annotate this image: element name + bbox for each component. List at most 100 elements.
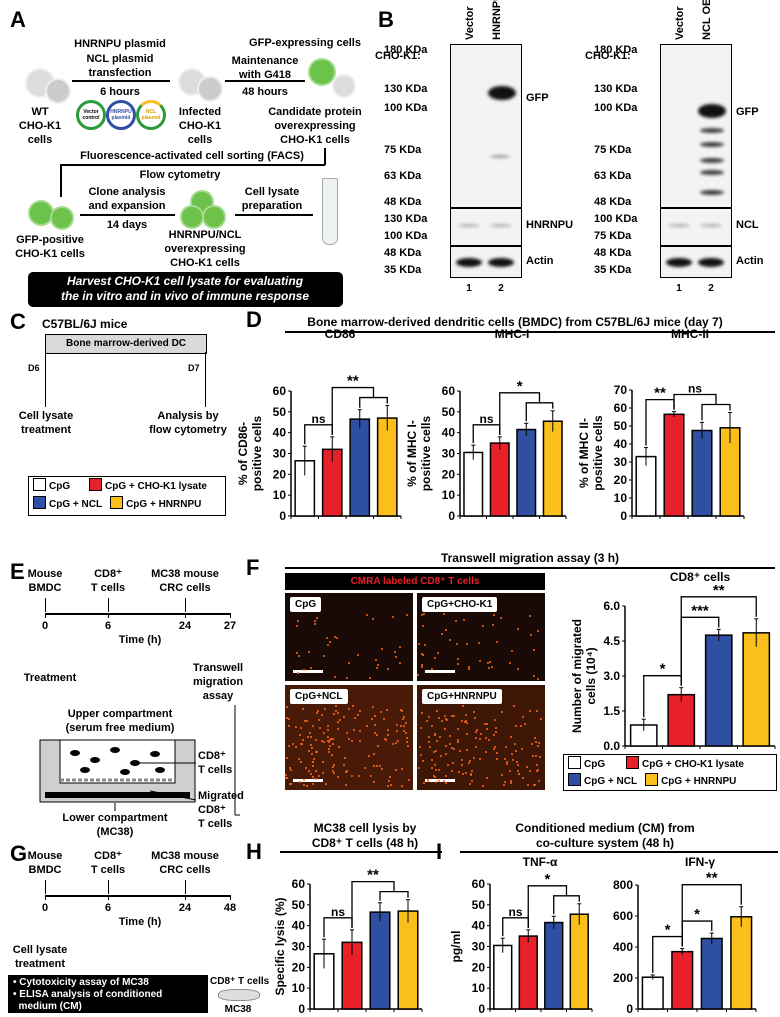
cell-dot (387, 780, 390, 783)
cell-dot (450, 747, 453, 750)
y-tick-label: 10 (472, 981, 486, 995)
lane-number: 1 (676, 283, 682, 294)
cell-dot (285, 756, 288, 759)
cell-dot (422, 759, 425, 762)
y-axis-label: % of MHC II- (577, 418, 591, 488)
cell-dot (350, 740, 353, 743)
time-tick: 24 (178, 620, 192, 632)
cell-dot (460, 763, 463, 766)
cell-dot (438, 780, 441, 783)
cell-dot (327, 740, 330, 743)
cell-dot (441, 719, 444, 722)
harvest-text: Harvest CHO-K1 cell lysate for evaluatin… (66, 274, 304, 288)
cell-dot (475, 746, 478, 749)
sig-label: ** (347, 373, 359, 390)
y-axis-label: positive cells (591, 415, 605, 491)
cell-dot (344, 784, 347, 787)
cell-dot (288, 745, 291, 748)
panel-h-title: MC38 cell lysis by (313, 821, 417, 835)
panel-h-title: CD8⁺ T cells (48 h) (311, 836, 419, 850)
mw-marker: 35 KDa (594, 264, 632, 276)
cell-dot (373, 781, 376, 784)
cell-dot (375, 666, 378, 669)
cell-dot (425, 719, 428, 722)
y-tick-label: 30 (273, 447, 287, 461)
cell-dot (294, 746, 297, 748)
cell-dot (464, 771, 467, 774)
cell-dot (322, 741, 325, 744)
cell-dot (302, 783, 305, 786)
cell-dot (493, 719, 496, 722)
y-tick-label: 50 (273, 405, 287, 419)
bmdc-label: BMDC (28, 582, 62, 594)
cell-dot (532, 754, 535, 757)
mw-marker: 75 KDa (384, 144, 422, 156)
cell-dot (431, 758, 434, 761)
wt-label: WT (31, 106, 49, 118)
cell-dot (316, 712, 319, 715)
cell-dot (429, 746, 432, 749)
cell-dot (428, 736, 431, 739)
facs-label: Fluorescence-activated cell sorting (FAC… (80, 150, 304, 162)
cell-dot (386, 667, 389, 670)
mw-marker: 130 KDa (384, 213, 428, 225)
y-tick-label: 10 (614, 491, 628, 505)
cell-dot (465, 722, 468, 725)
panel-b-letter: B (378, 7, 394, 32)
blot-label: HNRNPU (526, 219, 574, 231)
cd8-label: CD8⁺ (94, 850, 122, 862)
cell-dot (295, 624, 298, 627)
cell-dot (513, 705, 516, 708)
cell-dot (536, 763, 539, 766)
y-tick-label: 70 (614, 383, 628, 397)
sig-bracket (553, 895, 580, 915)
cell-dot (346, 676, 349, 679)
cell-dot (448, 743, 451, 745)
assay-item: • ELISA analysis of conditioned (13, 989, 163, 1000)
cell-dot (321, 714, 324, 717)
cell-dot (423, 613, 426, 616)
time-tick: 6 (104, 902, 112, 914)
mw-marker: 75 KDa (594, 144, 632, 156)
cell-dot (468, 759, 471, 762)
panel-i-title: Conditioned medium (CM) from (515, 821, 695, 835)
y-tick-label: 200 (613, 971, 633, 985)
cell-dot (297, 620, 300, 623)
dc-bar: Bone marrow-derived DC (45, 334, 207, 354)
band (700, 158, 724, 163)
dish-bottom-label: MC38 (224, 1004, 252, 1015)
cell-dot (526, 766, 529, 769)
cell-dot (323, 654, 326, 657)
cell-dot (300, 760, 303, 763)
mw-marker: 100 KDa (384, 230, 428, 242)
cell-dot (321, 739, 324, 742)
tick (108, 613, 109, 618)
cell-dot (285, 776, 288, 779)
cell-dot (487, 667, 490, 670)
cell-dot (514, 724, 517, 727)
cell-dot (343, 716, 346, 719)
arrow (185, 880, 186, 894)
mc38-label: MC38 mouse (151, 850, 219, 862)
cd8-label: CD8⁺ (198, 750, 226, 762)
y-tick-label: 30 (614, 455, 628, 469)
y-tick-label: 20 (292, 960, 306, 974)
cell-dot (446, 764, 449, 767)
cell-dot (467, 668, 470, 670)
time-axis-label: Time (h) (118, 634, 162, 646)
cell-dot (436, 651, 439, 654)
bar-ifn-2 (700, 937, 723, 1010)
cell-dot (357, 774, 360, 777)
cell-dot (359, 740, 362, 743)
y-axis-label: Specific lysis (%) (273, 897, 287, 995)
cell-dot (503, 780, 506, 783)
cell-dot (299, 743, 302, 746)
cell-dot (347, 738, 350, 741)
step2-time: 48 hours (242, 86, 288, 98)
title-underline (460, 851, 778, 853)
cell-dot (473, 711, 476, 714)
legend-label: CpG + NCL (49, 499, 103, 510)
cell-dot (327, 747, 330, 750)
cell-dot (432, 775, 435, 778)
